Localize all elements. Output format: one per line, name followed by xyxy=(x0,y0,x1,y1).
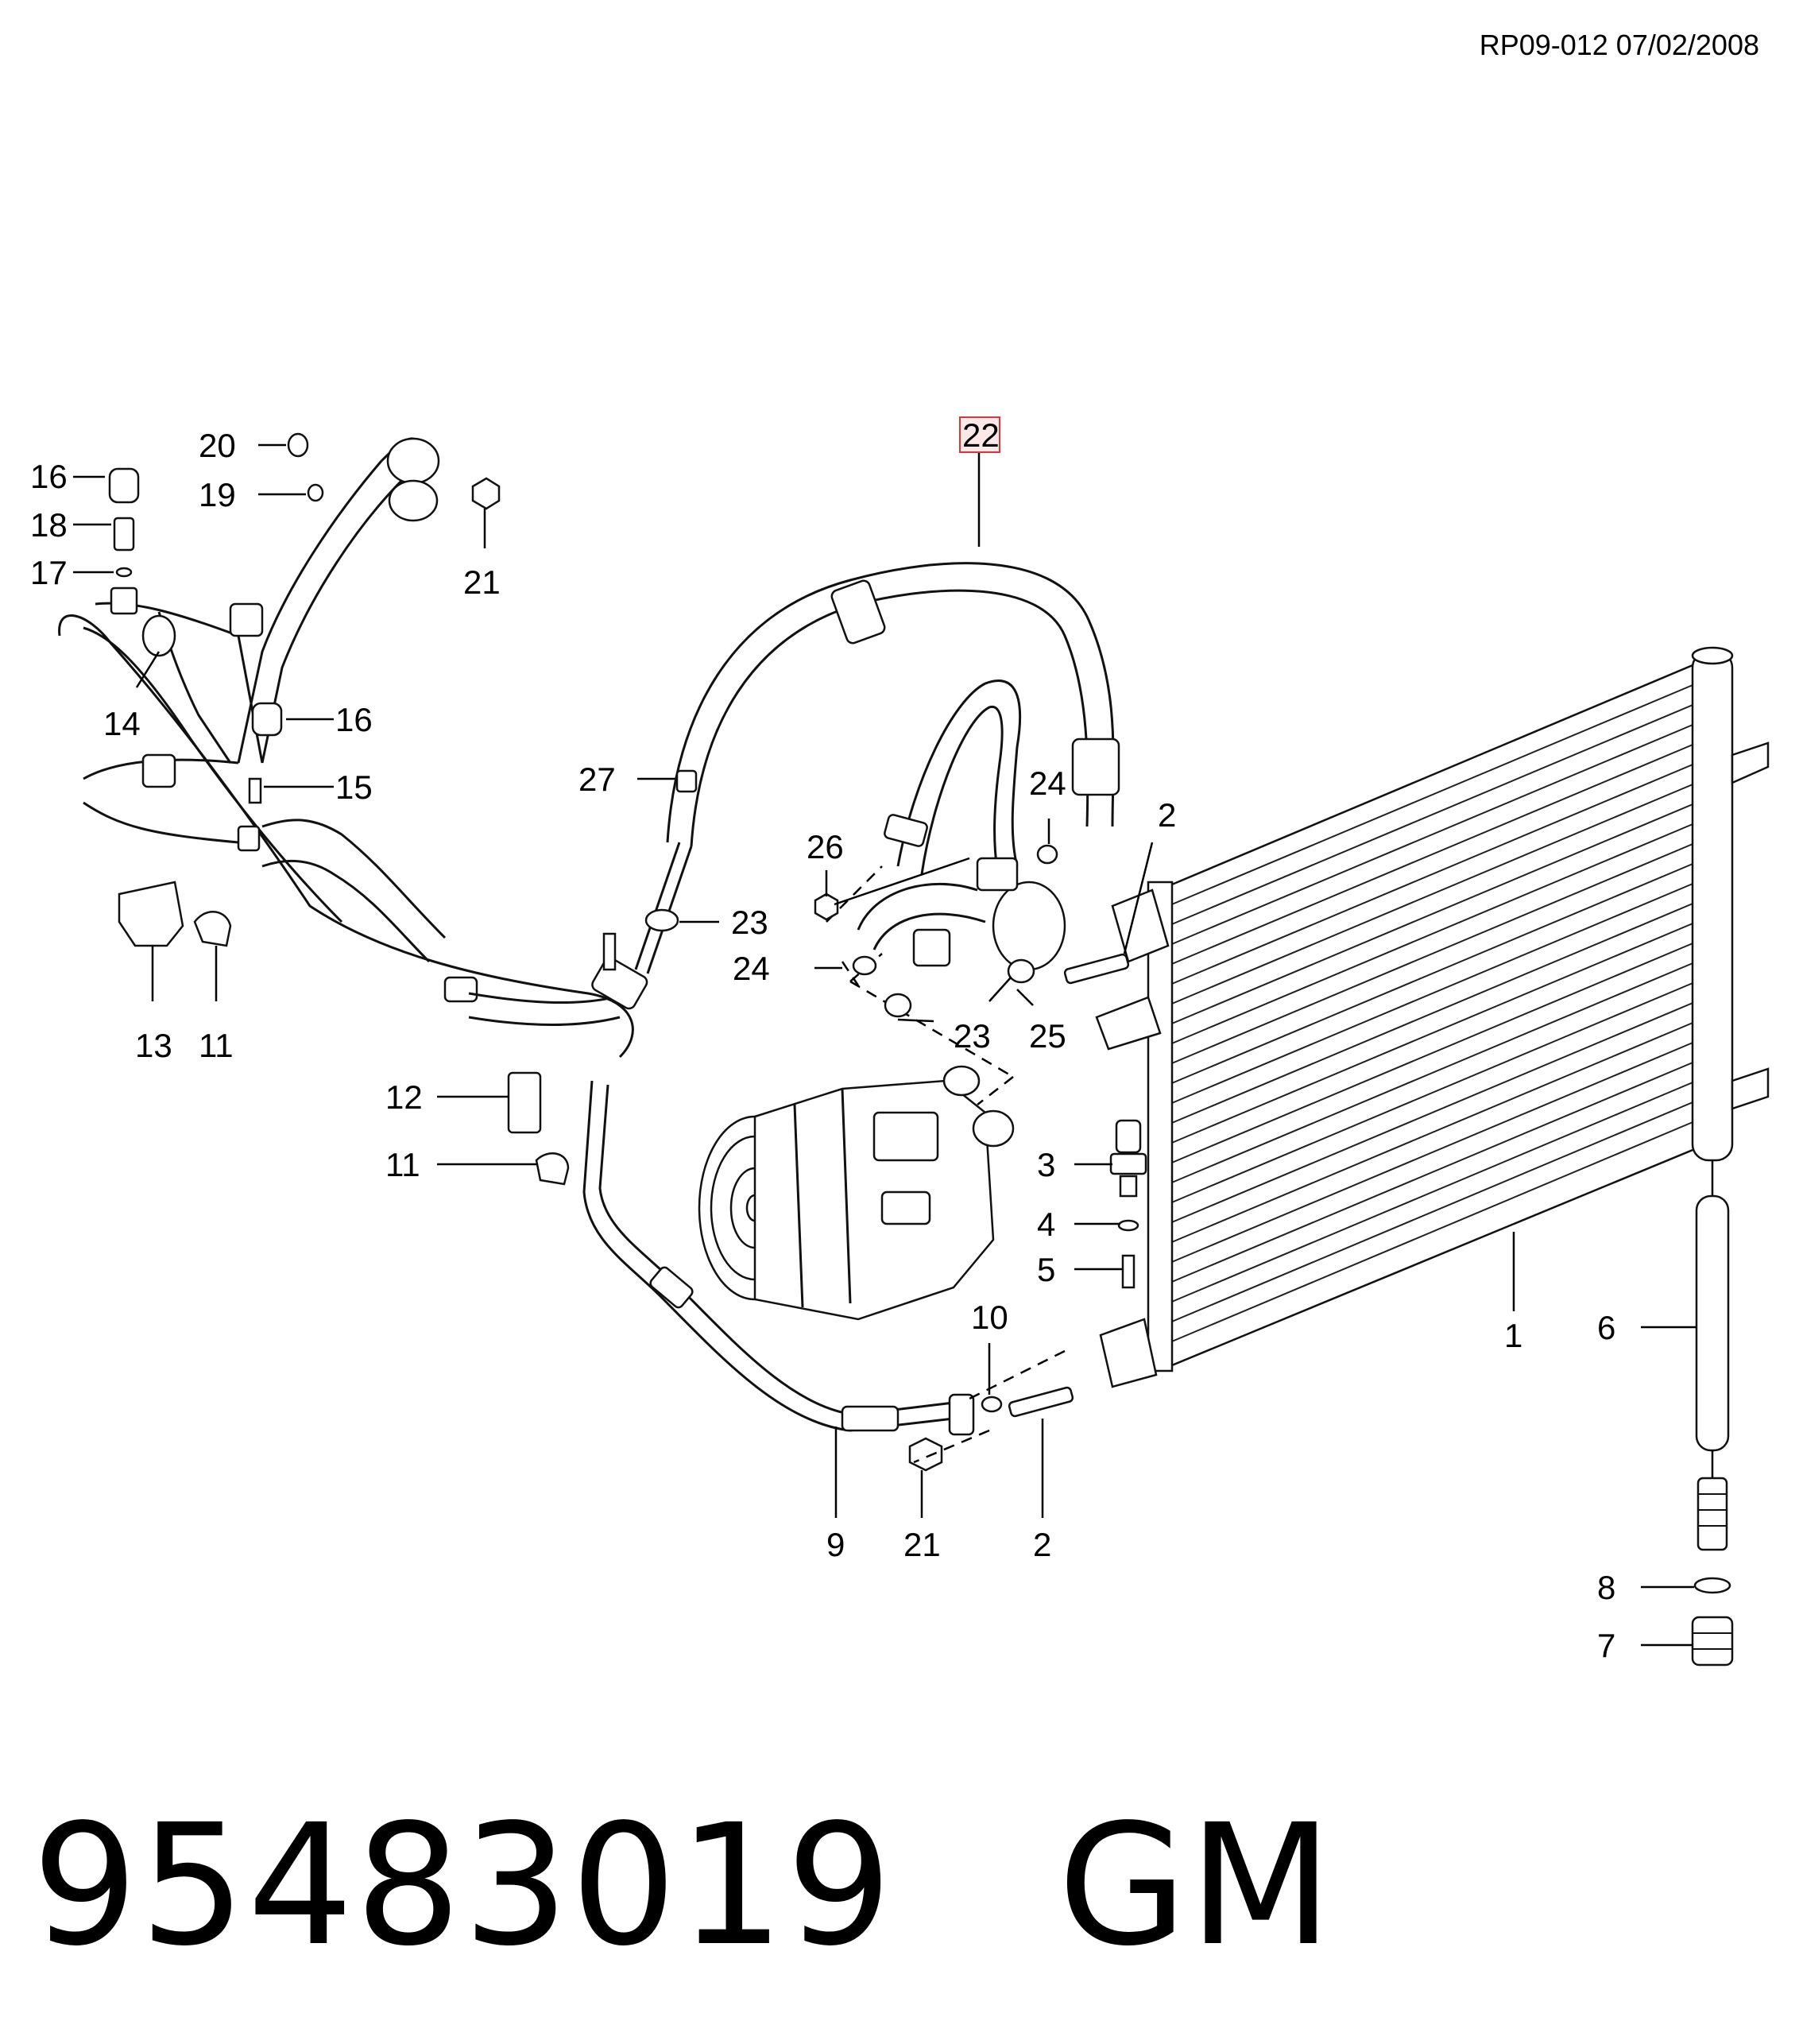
o-ring-4 xyxy=(1117,1219,1139,1232)
callout-27[interactable]: 27 xyxy=(578,761,616,798)
valve-core-15 xyxy=(248,777,262,804)
o-ring-19 xyxy=(307,483,324,502)
valve-core-18 xyxy=(113,517,135,552)
service-cap-16b xyxy=(251,702,283,737)
clip-14 xyxy=(141,614,176,657)
o-ring-24b xyxy=(852,955,877,976)
callout-20[interactable]: 20 xyxy=(199,427,236,464)
o-ring-24a xyxy=(1036,844,1058,865)
callout-2a[interactable]: 2 xyxy=(1158,796,1176,834)
o-ring-17 xyxy=(115,567,133,578)
receiver-dryer xyxy=(1695,1160,1730,1551)
callout-10[interactable]: 10 xyxy=(971,1299,1008,1336)
nut-21a xyxy=(471,477,501,510)
service-port-body-b xyxy=(237,825,261,852)
condenser xyxy=(1095,646,1770,1388)
callout-11a[interactable]: 11 xyxy=(199,1027,234,1064)
clip-11a xyxy=(193,911,232,947)
clip-12 xyxy=(507,1071,542,1134)
callout-6[interactable]: 6 xyxy=(1597,1309,1615,1346)
selected-part-highlight xyxy=(959,416,1000,453)
evaporator-lines xyxy=(58,437,634,1059)
callout-5[interactable]: 5 xyxy=(1037,1251,1055,1288)
fitting-bottom-22 xyxy=(591,932,648,1010)
callout-25[interactable]: 25 xyxy=(1029,1017,1066,1055)
callout-11b[interactable]: 11 xyxy=(385,1146,420,1183)
callout-21a[interactable]: 21 xyxy=(463,563,501,601)
leader-lines xyxy=(73,443,1696,1647)
bracket-13 xyxy=(118,881,184,947)
callout-24b[interactable]: 24 xyxy=(733,950,770,987)
hose-assembly-22 xyxy=(634,562,1120,974)
callout-8[interactable]: 8 xyxy=(1597,1569,1615,1606)
callout-16b[interactable]: 16 xyxy=(335,701,373,738)
fitting-seal-2b xyxy=(1008,1386,1074,1418)
callout-18[interactable]: 18 xyxy=(30,506,68,544)
callout-23b[interactable]: 23 xyxy=(954,1017,991,1055)
callout-4[interactable]: 4 xyxy=(1037,1206,1055,1243)
nut-26 xyxy=(814,892,839,921)
valve-core-5 xyxy=(1121,1254,1135,1289)
o-ring-10 xyxy=(981,1396,1003,1413)
callout-17[interactable]: 17 xyxy=(30,554,68,591)
o-ring-20 xyxy=(287,432,309,458)
callout-12[interactable]: 12 xyxy=(385,1078,423,1116)
diagram-reference-date: RP09-012 07/02/2008 xyxy=(1479,29,1759,61)
callout-1[interactable]: 1 xyxy=(1504,1317,1522,1354)
brand-name: GM xyxy=(1058,1788,1335,1983)
clip-11b xyxy=(535,1152,570,1186)
o-ring-23b xyxy=(884,993,912,1018)
clip-27 xyxy=(675,769,698,793)
dryer-plug-7 xyxy=(1691,1616,1734,1667)
service-cap-16a xyxy=(108,467,140,504)
callout-16a[interactable]: 16 xyxy=(30,458,68,495)
callout-23a[interactable]: 23 xyxy=(731,904,768,941)
callout-7[interactable]: 7 xyxy=(1597,1627,1615,1664)
callout-26[interactable]: 26 xyxy=(807,828,844,865)
callout-9[interactable]: 9 xyxy=(826,1526,845,1563)
callout-3[interactable]: 3 xyxy=(1037,1146,1055,1183)
compressor xyxy=(698,1065,1015,1321)
o-ring-23a xyxy=(644,908,679,932)
callout-13[interactable]: 13 xyxy=(135,1027,172,1064)
callout-19[interactable]: 19 xyxy=(199,476,236,513)
callout-2b[interactable]: 2 xyxy=(1033,1526,1051,1563)
callout-15[interactable]: 15 xyxy=(335,768,373,806)
part-number: 95483019 xyxy=(32,1788,894,1983)
callout-14[interactable]: 14 xyxy=(103,705,141,742)
callout-22[interactable]: 22 xyxy=(962,416,1000,454)
o-ring-8 xyxy=(1693,1577,1731,1594)
liquid-line-9 xyxy=(582,1080,975,1436)
nut-21b xyxy=(908,1437,943,1472)
service-port-body xyxy=(110,586,138,615)
fitting-seal-2a xyxy=(1063,953,1130,985)
bolt-25 xyxy=(988,958,1035,1002)
pressure-switch xyxy=(1109,1119,1147,1198)
part-number-title: 95483019 GM xyxy=(32,1788,1334,1983)
callout-21b[interactable]: 21 xyxy=(903,1526,941,1563)
callout-24a[interactable]: 24 xyxy=(1029,765,1066,802)
callout-labels: 22 16 18 17 14 20 19 21 16 15 13 11 27 2… xyxy=(30,416,1615,1664)
block-fitting-20 xyxy=(386,437,440,522)
